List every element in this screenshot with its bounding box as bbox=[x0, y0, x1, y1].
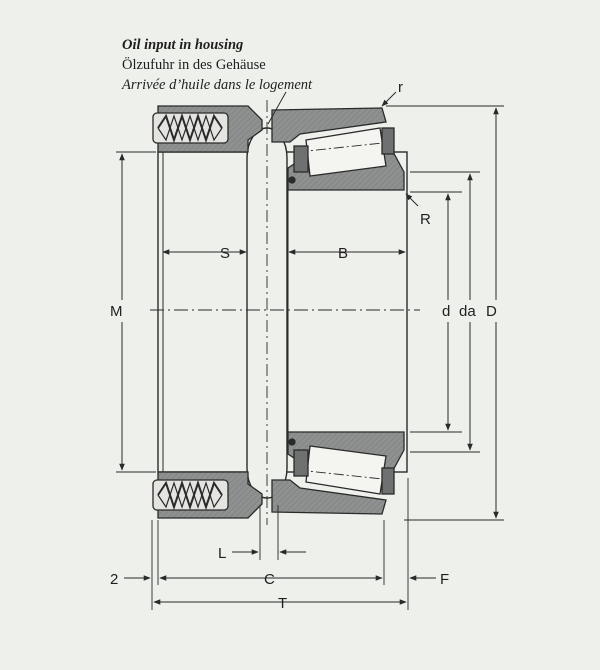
upper-cage-left bbox=[293, 145, 309, 173]
lower-bearing bbox=[271, 431, 405, 515]
upper-roller bbox=[305, 127, 387, 177]
upper-bearing bbox=[271, 107, 405, 191]
lower-cage-right bbox=[381, 467, 395, 495]
label-d: d bbox=[442, 303, 450, 320]
dimension-lines bbox=[119, 91, 499, 605]
label-l: L bbox=[218, 545, 226, 562]
lower-spring-coil bbox=[157, 479, 223, 511]
label-2: 2 bbox=[110, 571, 118, 588]
label-m: M bbox=[110, 303, 123, 320]
label-da: da bbox=[459, 303, 476, 320]
dim-r-small bbox=[381, 91, 397, 107]
label-r-large: R bbox=[420, 211, 431, 228]
caption-german: Ölzufuhr in des Gehäuse bbox=[122, 57, 266, 73]
lower-outer-ring bbox=[271, 479, 387, 515]
label-c: C bbox=[264, 571, 275, 588]
dim-r-large bbox=[405, 193, 419, 207]
label-t: T bbox=[278, 595, 287, 612]
lower-oil-hole bbox=[288, 438, 296, 446]
lower-roller-axis bbox=[297, 469, 393, 481]
upper-outer-ring bbox=[271, 107, 387, 143]
lower-cage-left bbox=[293, 449, 309, 477]
caption-english: Oil input in housing bbox=[122, 37, 244, 53]
label-r: r bbox=[398, 79, 403, 96]
caption-leader bbox=[267, 91, 287, 125]
lower-seal-section bbox=[152, 471, 263, 519]
label-f: F bbox=[440, 571, 449, 588]
label-s: S bbox=[220, 245, 230, 262]
caption-french: Arrivée d’huile dans le logement bbox=[122, 77, 313, 93]
upper-roller-axis bbox=[297, 141, 393, 153]
label-b: B bbox=[338, 245, 348, 262]
lower-spring-coil-back bbox=[157, 481, 223, 509]
upper-spring-coil bbox=[157, 112, 223, 144]
oil-groove bbox=[246, 100, 288, 525]
upper-cage-right bbox=[381, 127, 395, 155]
upper-oil-hole bbox=[288, 176, 296, 184]
extension-lines bbox=[116, 105, 504, 610]
upper-seal-section bbox=[152, 105, 263, 153]
upper-spring-coil-back bbox=[157, 114, 223, 142]
label-outer-d: D bbox=[486, 303, 497, 320]
dimension-labels: r R S B M d da D L C T F 2 bbox=[110, 79, 497, 612]
